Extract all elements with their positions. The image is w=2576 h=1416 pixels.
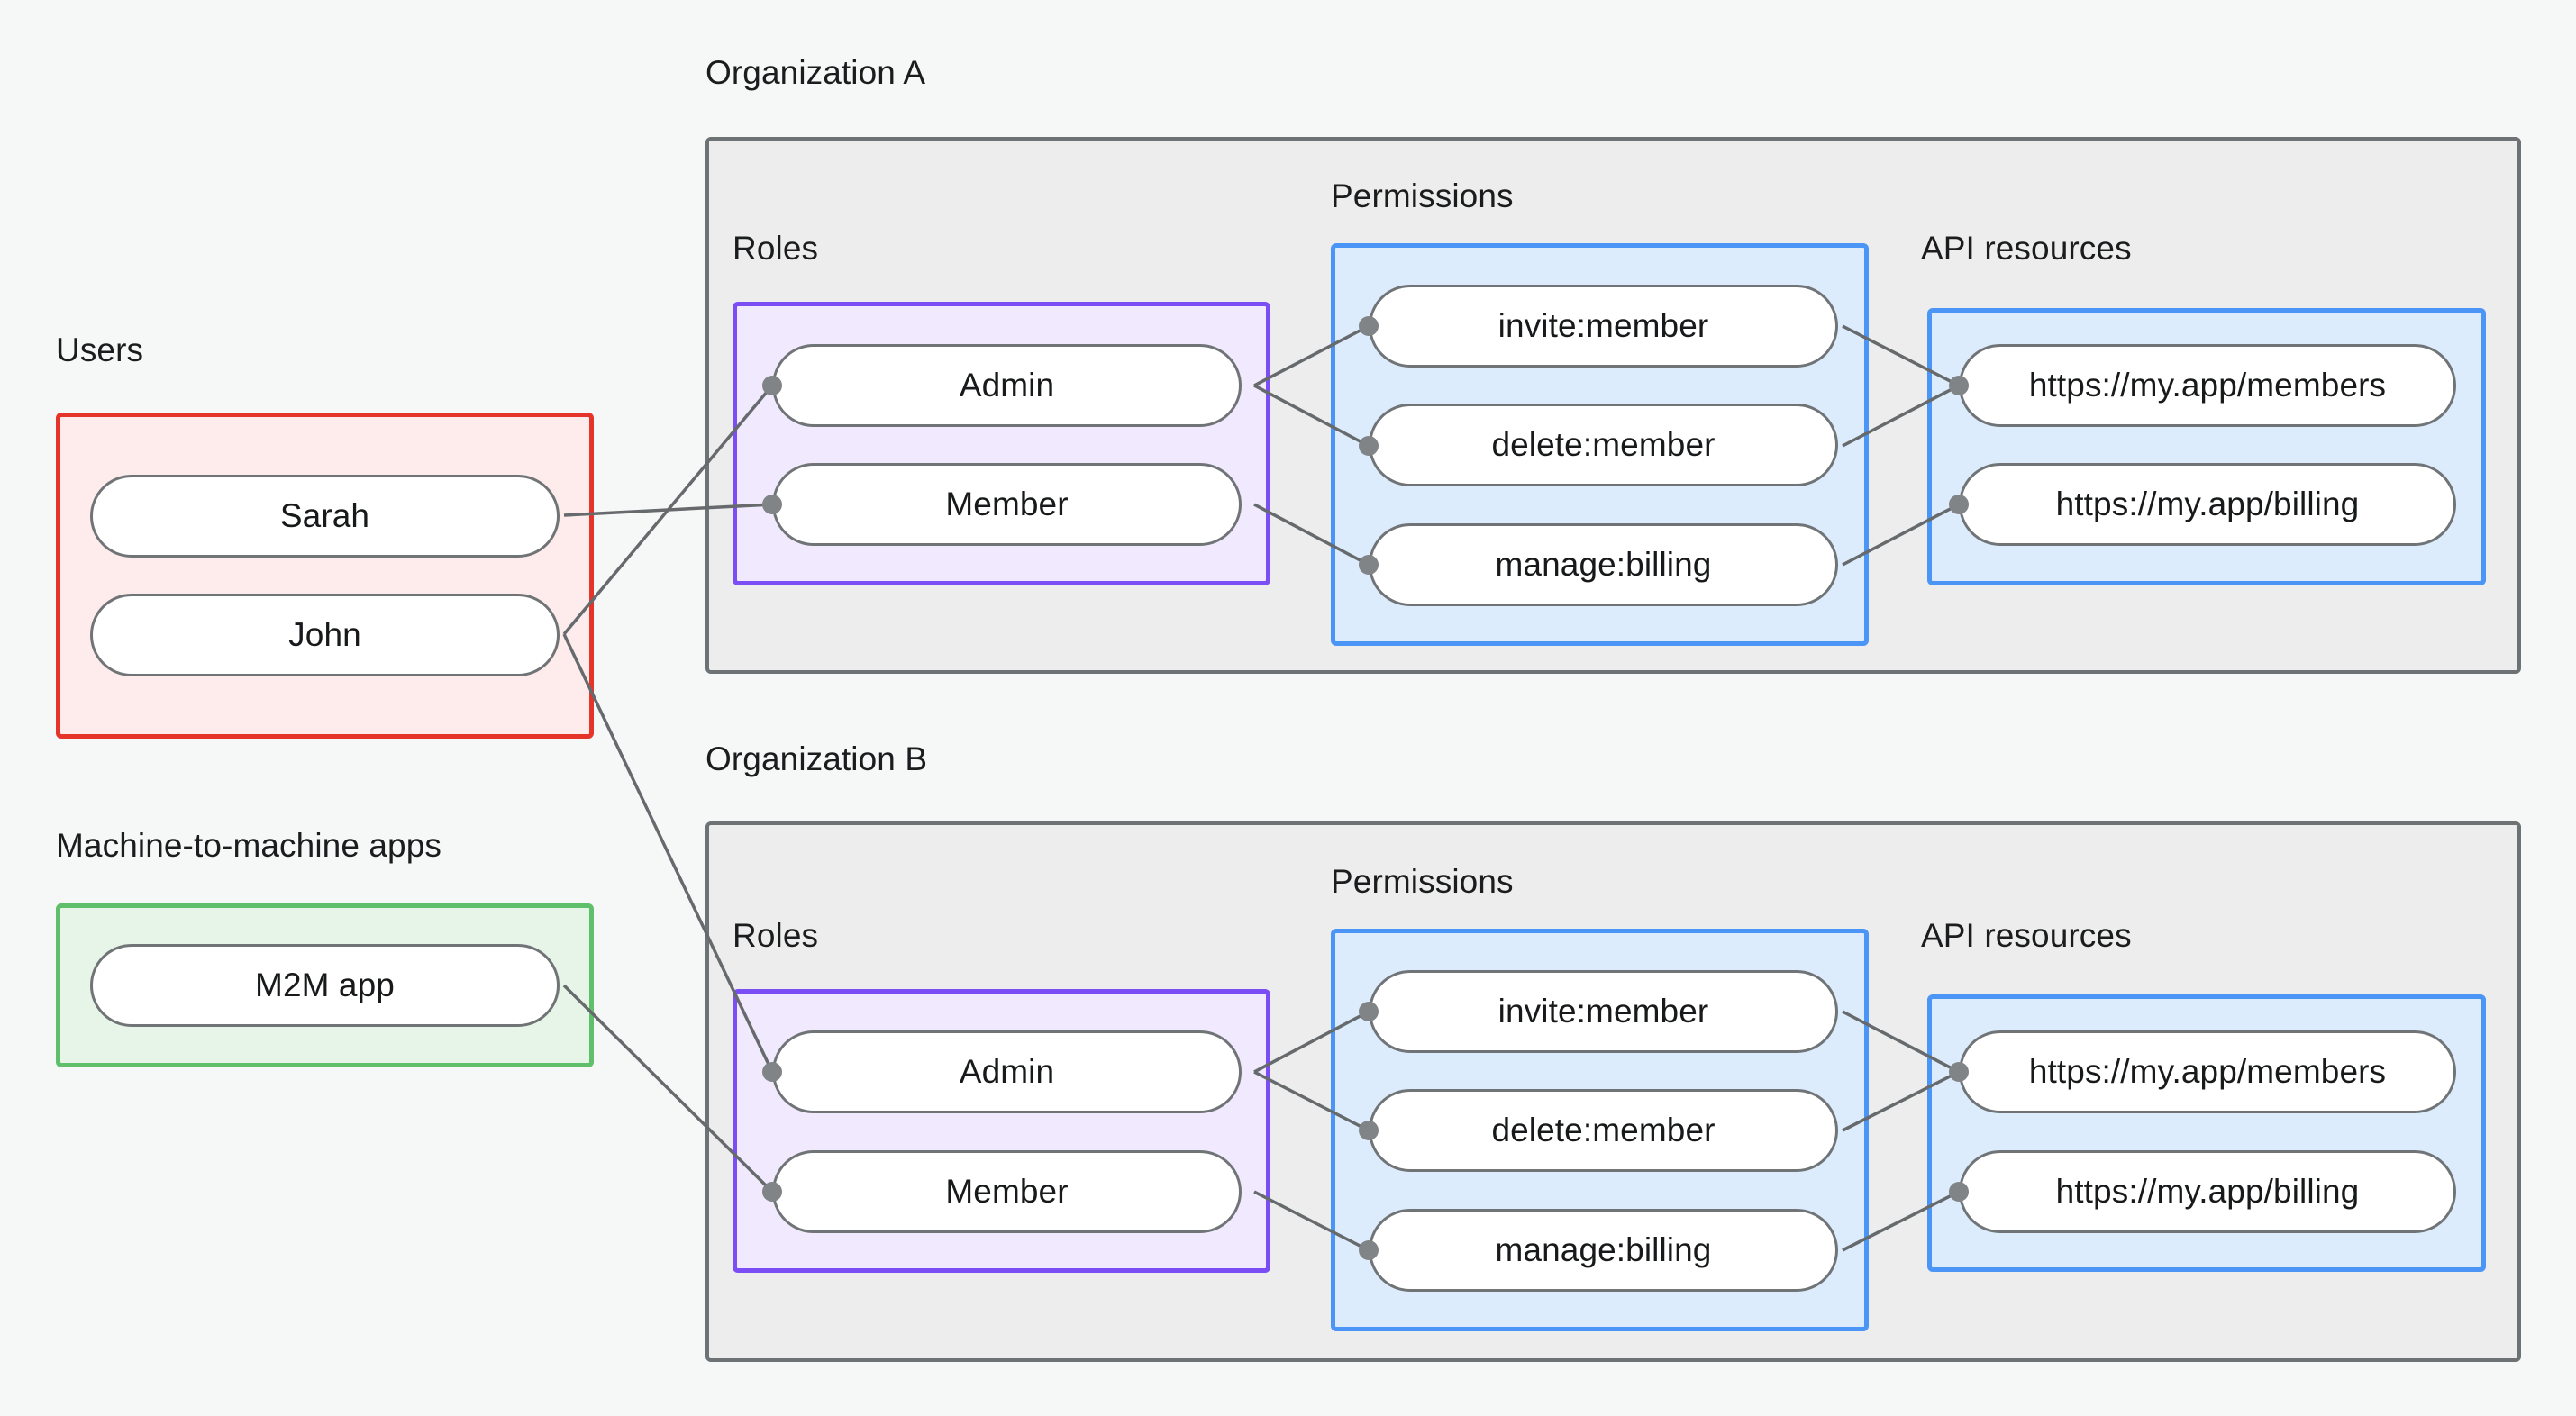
org-a-api-resource-billing[interactable]: https://my.app/billing	[1959, 463, 2456, 546]
org-b-permissions-label: Permissions	[1331, 863, 1514, 900]
users-group-label: Users	[56, 331, 144, 368]
organization-b-label: Organization B	[705, 740, 928, 777]
org-b-api-resource-members[interactable]: https://my.app/members	[1959, 1030, 2456, 1113]
org-b-permission-delete-member[interactable]: delete:member	[1369, 1089, 1838, 1172]
org-b-role-member[interactable]: Member	[772, 1150, 1242, 1233]
org-b-permission-invite-member[interactable]: invite:member	[1369, 970, 1838, 1053]
org-a-roles-label: Roles	[733, 230, 819, 267]
org-b-roles-label: Roles	[733, 917, 819, 954]
user-node-sarah[interactable]: Sarah	[90, 475, 560, 558]
org-a-role-admin[interactable]: Admin	[772, 344, 1242, 427]
org-a-permissions-label: Permissions	[1331, 177, 1514, 214]
user-node-john[interactable]: John	[90, 594, 560, 676]
org-b-permission-manage-billing[interactable]: manage:billing	[1369, 1209, 1838, 1292]
org-a-role-member[interactable]: Member	[772, 463, 1242, 546]
users-container	[56, 413, 594, 739]
m2m-group-label: Machine-to-machine apps	[56, 827, 442, 864]
org-b-api-resource-billing[interactable]: https://my.app/billing	[1959, 1150, 2456, 1233]
organization-a-label: Organization A	[705, 54, 926, 91]
org-a-permission-invite-member[interactable]: invite:member	[1369, 285, 1838, 368]
org-b-role-admin[interactable]: Admin	[772, 1030, 1242, 1113]
org-a-permission-delete-member[interactable]: delete:member	[1369, 404, 1838, 486]
org-a-permission-manage-billing[interactable]: manage:billing	[1369, 523, 1838, 606]
org-a-api-resources-label: API resources	[1921, 230, 2132, 267]
org-a-api-resource-members[interactable]: https://my.app/members	[1959, 344, 2456, 427]
m2m-node-app[interactable]: M2M app	[90, 944, 560, 1027]
org-b-api-resources-label: API resources	[1921, 917, 2132, 954]
